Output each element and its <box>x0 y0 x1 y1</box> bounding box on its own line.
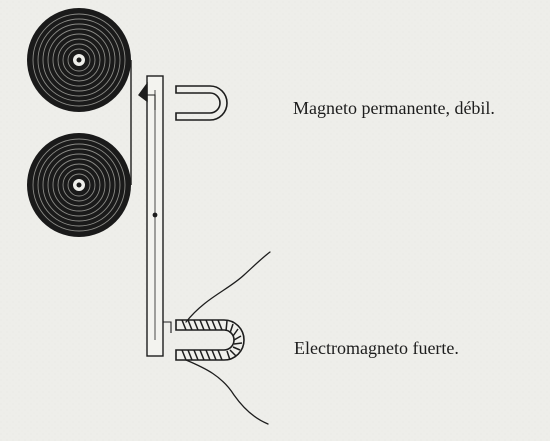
weak-magnet-label: Magneto permanente, débil. <box>293 98 495 118</box>
upper-reel <box>27 8 131 112</box>
electromagnet-wires <box>185 251 271 425</box>
lower-reel <box>27 133 131 237</box>
pointer-bar <box>138 75 172 357</box>
electromagnet-horseshoe <box>175 319 245 361</box>
permanent-magnet-horseshoe <box>175 85 228 121</box>
strong-electromagnet-label: Electromagneto fuerte. <box>294 338 459 358</box>
